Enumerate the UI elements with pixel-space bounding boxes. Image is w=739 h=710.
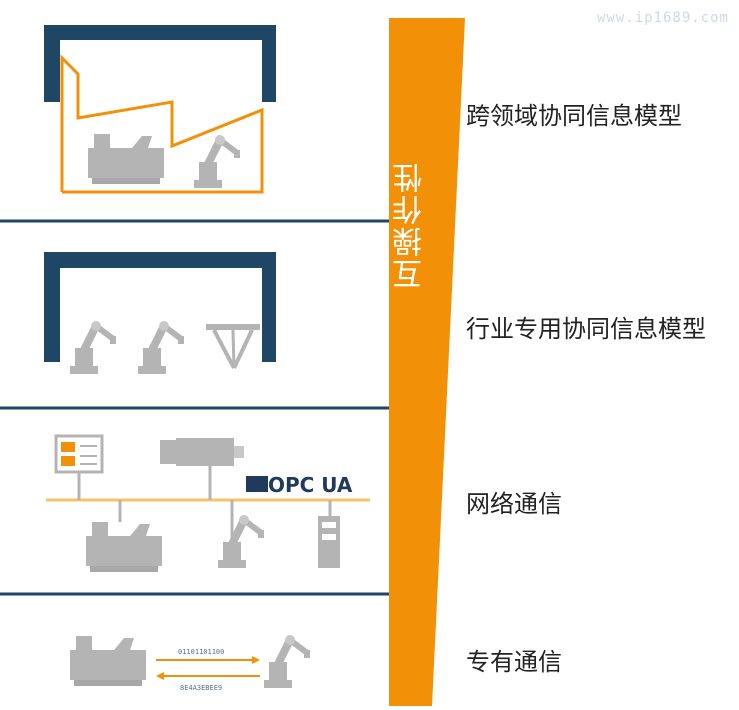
interoperability-label: 互操作性 [393, 161, 428, 289]
watermark-text: www.ip1689.com [596, 10, 729, 26]
injection-machine-icon [86, 522, 162, 572]
interoperability-wedge [389, 18, 465, 706]
level-label-industry: 行业专用协同信息模型 [466, 315, 706, 343]
level-label-cross-domain: 跨领域协同信息模型 [466, 102, 682, 130]
factory-building-outline [60, 54, 264, 194]
level-label-proprietary: 专有通信 [466, 648, 562, 676]
delta-robot-icon [206, 324, 260, 369]
camera-device-icon [160, 438, 244, 500]
hmi-screen-icon [54, 434, 104, 500]
opc-ua-logo: OPC UA [246, 473, 353, 497]
level-label-network: 网络通信 [466, 490, 562, 518]
data-exchange-arrows: 01101101100 8E4A3EBEE9 [156, 648, 260, 692]
controller-cabinet-icon [318, 500, 340, 568]
robot-arm-icon [138, 321, 184, 374]
bits-bottom-text: 8E4A3EBEE9 [180, 684, 222, 692]
industry-roof-icon [44, 252, 276, 362]
injection-machine-icon [88, 134, 164, 184]
bits-top-text: 01101101100 [178, 648, 224, 656]
opc-ua-logo-text: OPC UA [268, 473, 353, 497]
robot-arm-icon [70, 321, 116, 374]
robot-arm-icon [194, 135, 240, 188]
robot-arm-icon [264, 635, 310, 688]
injection-machine-icon [70, 636, 146, 686]
robot-arm-icon [218, 515, 264, 568]
factory-roof-icon [44, 25, 276, 102]
